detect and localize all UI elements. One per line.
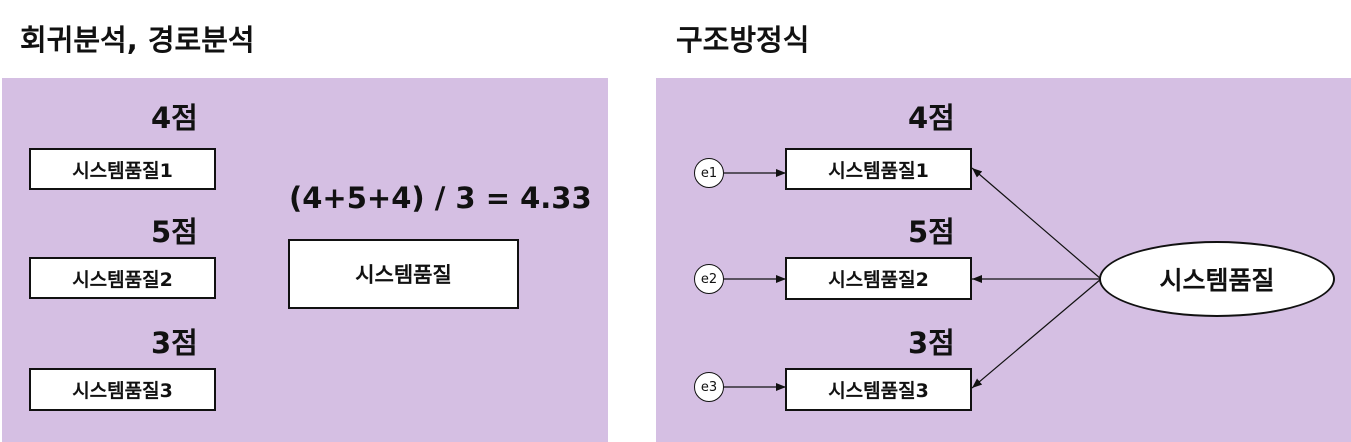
regression-path-analysis-heading: 회귀분석, 경로분석 (20, 23, 255, 57)
item-3-score: 3점 (151, 326, 198, 360)
sem-item-1-box: 시스템품질1 (785, 148, 972, 190)
composite-score-label: 시스템품질 (355, 263, 452, 287)
sem-item-3-score: 3점 (908, 326, 955, 360)
item-3-box: 시스템품질3 (29, 368, 216, 411)
item-1-box: 시스템품질1 (29, 148, 216, 190)
sem-item-2-score: 5점 (908, 215, 955, 249)
loading-path-3 (971, 278, 1102, 389)
item-2-score: 5점 (151, 215, 198, 249)
sem-heading: 구조방정식 (676, 23, 810, 57)
error-term-e3: e3 (694, 372, 724, 402)
latent-variable-ellipse: 시스템품질 (1099, 241, 1335, 317)
latent-variable-label: 시스템품질 (1159, 266, 1275, 295)
composite-score-box: 시스템품질 (288, 239, 519, 309)
sem-item-1-score: 4점 (908, 101, 955, 135)
item-1-score: 4점 (151, 101, 198, 135)
sem-item-2-label: 시스템품질2 (828, 269, 929, 291)
loading-path-1 (971, 167, 1102, 280)
item-2-box: 시스템품질2 (29, 257, 216, 299)
error-term-e1: e1 (694, 158, 724, 188)
average-formula: (4+5+4) / 3 = 4.33 (289, 181, 592, 215)
sem-item-1-label: 시스템품질1 (828, 159, 929, 182)
item-1-label: 시스템품질1 (72, 159, 173, 182)
item-3-label: 시스템품질3 (72, 380, 173, 402)
sem-item-2-box: 시스템품질2 (785, 257, 972, 300)
sem-item-3-box: 시스템품질3 (785, 368, 972, 411)
sem-item-3-label: 시스템품질3 (828, 380, 929, 402)
item-2-label: 시스템품질2 (72, 268, 173, 291)
error-term-e2: e2 (694, 264, 724, 294)
